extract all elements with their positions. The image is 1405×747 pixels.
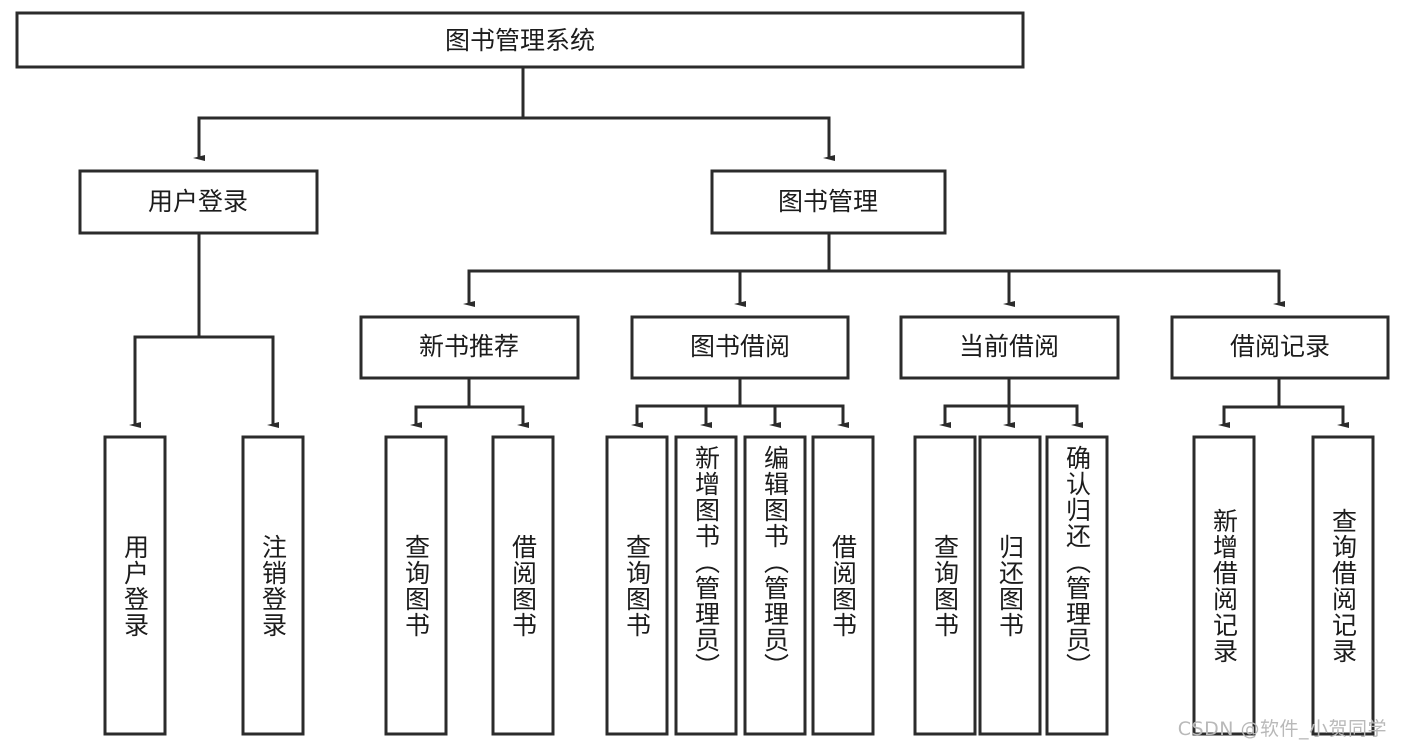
leaf-query-book-1-box[interactable] (384, 435, 448, 736)
node-user-login-label: 用户登录 (148, 187, 248, 216)
connector-bookborrow-to-leaves (631, 378, 849, 428)
leaf-add-record-box[interactable] (1192, 435, 1256, 736)
node-borrow-record-label: 借阅记录 (1230, 332, 1330, 361)
node-current-borrow-label: 当前借阅 (959, 332, 1059, 361)
node-book-manage-label: 图书管理 (778, 187, 878, 216)
node-book-borrow-label: 图书借阅 (690, 332, 790, 361)
node-root-label: 图书管理系统 (445, 26, 595, 55)
node-current-borrow[interactable]: 当前借阅 (899, 315, 1120, 380)
node-book-manage[interactable]: 图书管理 (710, 169, 947, 235)
leaf-query-book-2-box[interactable] (605, 435, 669, 736)
leaf-user-login-box[interactable] (103, 435, 167, 736)
leaf-return-book-box[interactable] (978, 435, 1042, 736)
csdn-watermark: CSDN @软件_小贺同学 (1177, 718, 1387, 740)
node-book-borrow[interactable]: 图书借阅 (630, 315, 850, 380)
leaf-query-book-3-box[interactable] (913, 435, 977, 736)
connector-currentborrow-to-leaves (939, 378, 1083, 428)
leaf-box-group (103, 435, 1375, 736)
leaf-confirm-return-box[interactable] (1045, 435, 1109, 736)
connector-newbook-to-leaves (410, 378, 529, 428)
leaf-logout-box[interactable] (241, 435, 305, 736)
node-new-book-recommend[interactable]: 新书推荐 (359, 315, 580, 380)
node-user-login[interactable]: 用户登录 (78, 169, 319, 235)
connector-borrowrecord-to-leaves (1218, 378, 1349, 428)
leaf-borrow-book-1-box[interactable] (491, 435, 555, 736)
node-borrow-record[interactable]: 借阅记录 (1170, 315, 1390, 380)
leaf-edit-book-box[interactable] (743, 435, 807, 736)
leaf-query-record-box[interactable] (1311, 435, 1375, 736)
node-root[interactable]: 图书管理系统 (15, 11, 1025, 69)
leaf-borrow-book-2-box[interactable] (811, 435, 875, 736)
connector-root-to-level1 (193, 67, 835, 161)
leaf-add-book-box[interactable] (674, 435, 738, 736)
connector-userlogin-to-leaves (129, 233, 279, 428)
connector-bookmanage-to-level2 (463, 233, 1285, 307)
node-new-book-recommend-label: 新书推荐 (419, 332, 519, 361)
